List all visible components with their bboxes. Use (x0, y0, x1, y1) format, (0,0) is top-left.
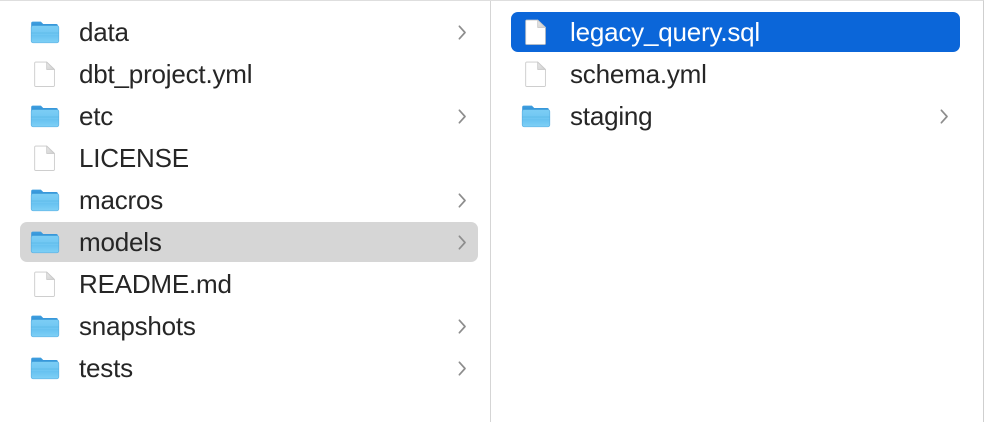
folder-icon (521, 103, 551, 129)
folder-row[interactable]: staging (511, 96, 960, 136)
document-icon (521, 61, 551, 87)
folder-icon (30, 355, 60, 381)
folder-icon (30, 19, 60, 45)
folder-name-label: data (79, 17, 129, 47)
folder-icon (30, 229, 60, 255)
folder-name-label: snapshots (79, 311, 196, 341)
file-name-label: schema.yml (570, 59, 707, 89)
chevron-right-icon[interactable] (456, 233, 468, 251)
folder-name-label: macros (79, 185, 164, 215)
chevron-right-icon[interactable] (456, 191, 468, 209)
folder-row[interactable]: etc (20, 96, 478, 136)
file-name-label: dbt_project.yml (79, 59, 253, 89)
file-name-label: LICENSE (79, 143, 189, 173)
folder-row[interactable]: data (20, 12, 478, 52)
folder-name-label: models (79, 227, 162, 257)
folder-row[interactable]: tests (20, 348, 478, 388)
file-row[interactable]: legacy_query.sql (511, 12, 960, 52)
file-row[interactable]: LICENSE (20, 138, 478, 178)
folder-name-label: staging (570, 101, 653, 131)
folder-row[interactable]: models (20, 222, 478, 262)
chevron-right-icon[interactable] (938, 107, 950, 125)
folder-name-label: tests (79, 353, 133, 383)
folder-row[interactable]: macros (20, 180, 478, 220)
document-icon (30, 61, 60, 87)
chevron-right-icon[interactable] (456, 359, 468, 377)
document-icon (30, 145, 60, 171)
file-name-label: README.md (79, 269, 232, 299)
file-browser-column-child[interactable]: legacy_query.sql schema.yml staging (491, 1, 983, 422)
document-icon (30, 271, 60, 297)
file-row[interactable]: schema.yml (511, 54, 960, 94)
folder-row[interactable]: snapshots (20, 306, 478, 346)
folder-icon (30, 187, 60, 213)
chevron-right-icon[interactable] (456, 23, 468, 41)
file-name-label: legacy_query.sql (570, 17, 760, 47)
file-row[interactable]: README.md (20, 264, 478, 304)
file-row[interactable]: dbt_project.yml (20, 54, 478, 94)
folder-name-label: etc (79, 101, 114, 131)
chevron-right-icon[interactable] (456, 317, 468, 335)
document-icon (521, 19, 551, 45)
folder-icon (30, 103, 60, 129)
folder-icon (30, 313, 60, 339)
chevron-right-icon[interactable] (456, 107, 468, 125)
